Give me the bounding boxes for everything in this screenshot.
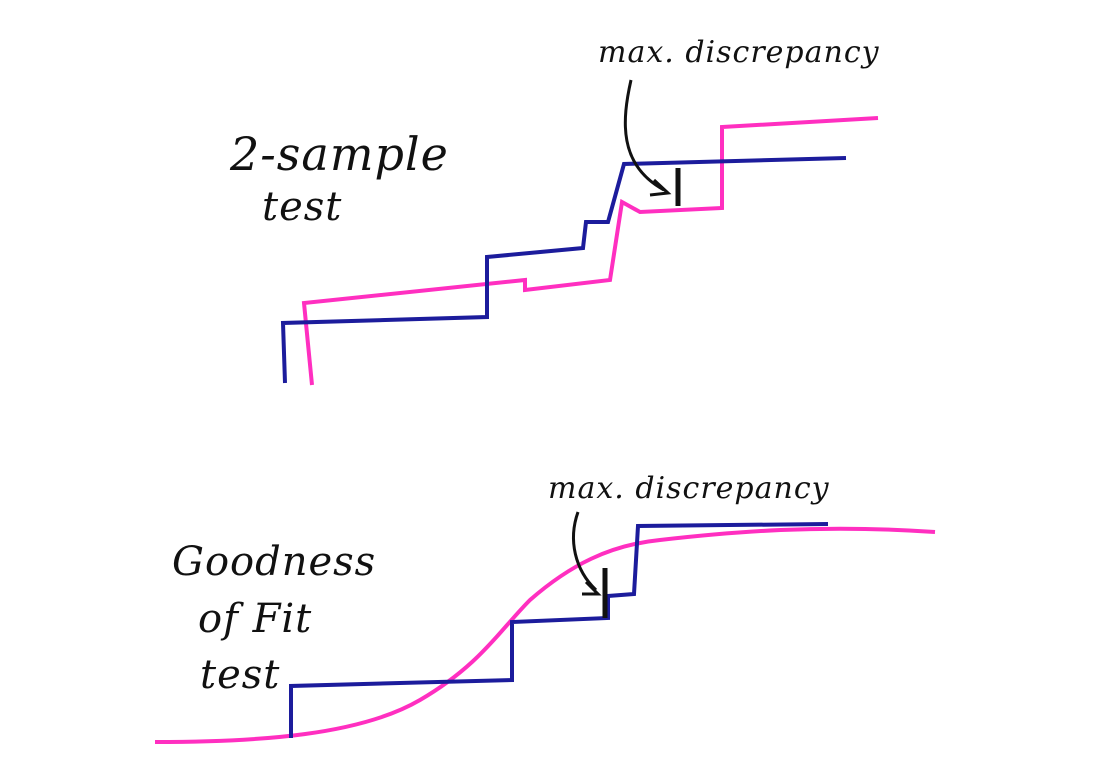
bottom-empirical-step-curve [289,522,829,738]
bottom-annotation-arrow [572,511,598,592]
bottom-label-line3: test [200,652,280,698]
bottom-panel: max. discrepancy Goodness of Fit test [154,471,936,744]
top-sample-a-step-curve [280,156,847,384]
top-panel: max. discrepancy 2-sample test [229,35,880,386]
bottom-reference-cdf-curve [154,526,936,744]
bottom-label-line2: of Fit [198,596,312,642]
bottom-annotation-text: max. discrepancy [548,471,830,506]
top-annotation-arrow [623,79,665,192]
bottom-label-line1: Goodness [172,539,376,585]
top-annotation-arrowhead [649,178,672,197]
top-label-line1: 2-sample [229,127,449,181]
top-label-line2: test [262,184,342,230]
top-annotation-text: max. discrepancy [598,35,880,70]
top-sample-b-step-curve [301,116,879,386]
bottom-annotation-arrowhead [582,580,602,596]
